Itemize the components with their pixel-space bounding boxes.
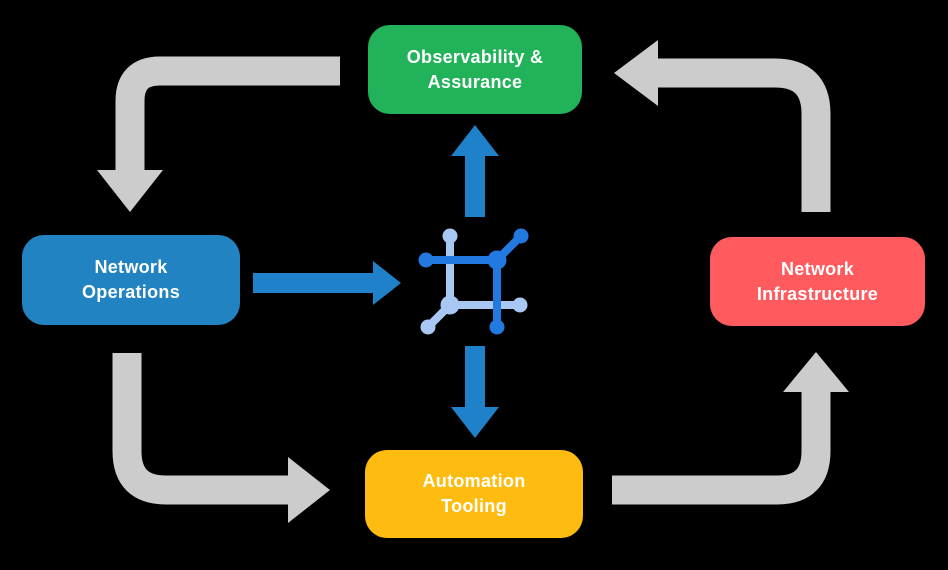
node-automation-tooling: Automation Tooling bbox=[365, 450, 583, 538]
arrow-center-to-tooling bbox=[451, 346, 499, 438]
arrow-infrastructure-to-observability bbox=[614, 40, 831, 212]
node-label-line: Operations bbox=[81, 282, 181, 302]
arrow-tooling-to-infrastructure bbox=[612, 352, 849, 505]
node-observability-assurance: Observability & Assurance bbox=[368, 25, 582, 114]
node-label-line: Assurance bbox=[427, 71, 523, 92]
node-label-line: Infrastructure bbox=[756, 283, 879, 304]
node-label-line: Tooling bbox=[441, 496, 507, 516]
node-network-operations: Network Operations bbox=[22, 235, 240, 325]
icon-dark-branches bbox=[418, 228, 529, 335]
network-automation-icon bbox=[418, 228, 529, 335]
arrow-operations-to-tooling bbox=[112, 353, 330, 523]
arrow-observability-to-operations bbox=[97, 56, 340, 212]
node-label-line: Observability & bbox=[406, 46, 544, 67]
arrow-center-to-observability bbox=[451, 125, 499, 217]
node-label-line: Network bbox=[780, 258, 855, 279]
node-network-infrastructure: Network Infrastructure bbox=[710, 237, 925, 326]
arrow-operations-to-center bbox=[253, 261, 401, 305]
node-label-line: Automation bbox=[422, 471, 526, 491]
node-label-line: Network bbox=[94, 257, 168, 277]
